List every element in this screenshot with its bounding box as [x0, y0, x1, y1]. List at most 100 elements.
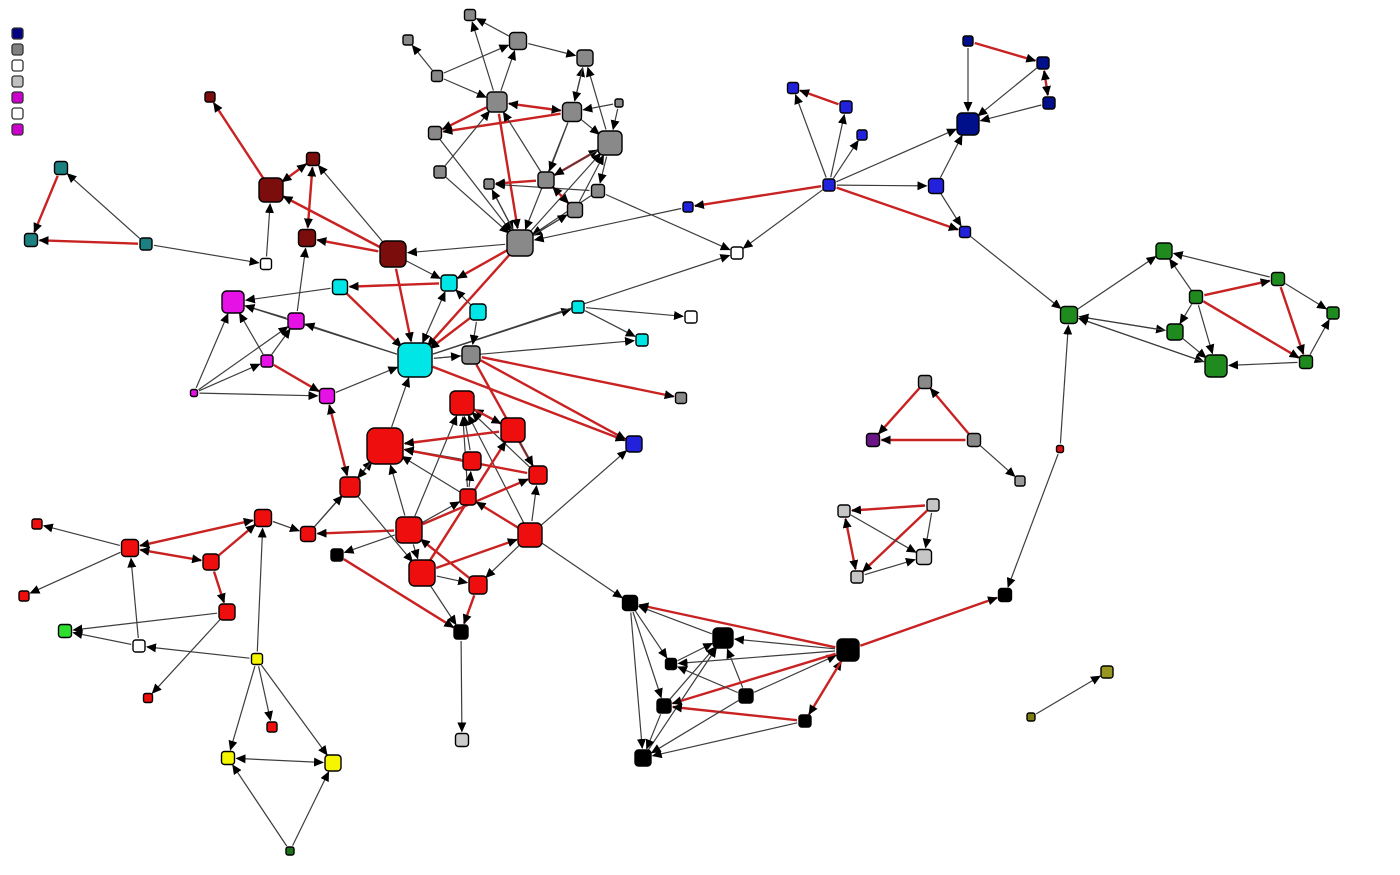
graph-node-c6[interactable]: [397, 342, 433, 378]
graph-node-r3[interactable]: [500, 417, 526, 443]
graph-node-e6[interactable]: [1326, 306, 1340, 320]
graph-node-w2[interactable]: [730, 246, 744, 260]
graph-node-m2[interactable]: [287, 312, 305, 330]
graph-node-g7[interactable]: [561, 101, 583, 123]
graph-node-g5[interactable]: [430, 69, 444, 83]
graph-node-l2[interactable]: [926, 498, 940, 512]
graph-node-p1[interactable]: [865, 432, 881, 448]
graph-node-g4[interactable]: [576, 49, 594, 67]
graph-node-r10[interactable]: [299, 525, 317, 543]
graph-node-n2[interactable]: [1036, 56, 1050, 70]
graph-node-r4[interactable]: [462, 451, 482, 471]
graph-node-r19[interactable]: [142, 692, 154, 704]
graph-node-c2[interactable]: [440, 274, 458, 292]
graph-node-d5[interactable]: [379, 240, 407, 268]
graph-node-e8[interactable]: [1298, 354, 1314, 370]
graph-node-x1[interactable]: [621, 594, 639, 612]
graph-node-e4[interactable]: [1270, 271, 1286, 287]
graph-node-g17[interactable]: [461, 345, 481, 365]
graph-node-g9[interactable]: [597, 130, 623, 156]
graph-node-x6[interactable]: [738, 688, 754, 704]
graph-node-b3[interactable]: [856, 129, 868, 141]
graph-node-g11[interactable]: [433, 165, 447, 179]
graph-node-r16[interactable]: [202, 553, 220, 571]
graph-node-g18[interactable]: [674, 391, 688, 405]
graph-node-m1[interactable]: [221, 290, 245, 314]
graph-node-b2[interactable]: [839, 100, 853, 114]
graph-node-t2[interactable]: [23, 232, 39, 248]
graph-node-r18[interactable]: [218, 603, 236, 621]
graph-node-rd[interactable]: [1055, 444, 1065, 454]
graph-node-r5[interactable]: [528, 465, 548, 485]
graph-node-r17[interactable]: [18, 590, 30, 602]
graph-node-g1[interactable]: [463, 8, 477, 22]
graph-node-y3[interactable]: [324, 754, 342, 772]
graph-node-b7[interactable]: [682, 201, 694, 213]
graph-node-y2[interactable]: [220, 750, 236, 766]
graph-node-e1[interactable]: [1155, 242, 1173, 260]
graph-node-r12[interactable]: [468, 575, 488, 595]
graph-node-x2[interactable]: [712, 627, 734, 649]
graph-node-b5[interactable]: [927, 177, 945, 195]
graph-node-dg1[interactable]: [285, 846, 295, 856]
graph-node-e7[interactable]: [1204, 354, 1228, 378]
graph-node-g16[interactable]: [506, 229, 534, 257]
graph-node-r14[interactable]: [120, 538, 140, 558]
graph-node-g12[interactable]: [483, 178, 495, 190]
graph-node-r9[interactable]: [517, 522, 543, 548]
graph-node-x8[interactable]: [634, 749, 652, 767]
graph-node-g2[interactable]: [402, 34, 414, 46]
graph-node-d4[interactable]: [297, 228, 317, 248]
graph-node-d3[interactable]: [305, 151, 321, 167]
graph-node-k1[interactable]: [330, 548, 344, 562]
graph-node-c3[interactable]: [469, 303, 487, 321]
graph-node-x7[interactable]: [798, 714, 812, 728]
graph-node-g10[interactable]: [427, 125, 443, 141]
graph-node-q3[interactable]: [1014, 475, 1026, 487]
graph-node-w1[interactable]: [259, 257, 273, 271]
graph-node-r2[interactable]: [366, 427, 404, 465]
graph-node-e5[interactable]: [1166, 323, 1184, 341]
graph-node-gn1[interactable]: [57, 623, 73, 639]
graph-node-r13[interactable]: [31, 518, 43, 530]
graph-node-q1[interactable]: [917, 374, 933, 390]
graph-node-g8[interactable]: [614, 98, 624, 108]
graph-node-r15[interactable]: [253, 508, 273, 528]
graph-node-w3[interactable]: [684, 310, 698, 324]
graph-node-g15[interactable]: [566, 201, 584, 219]
graph-node-g14[interactable]: [590, 183, 606, 199]
graph-node-b1[interactable]: [786, 81, 800, 95]
graph-node-g13[interactable]: [537, 171, 555, 189]
graph-node-c4[interactable]: [571, 300, 585, 314]
graph-node-m3[interactable]: [260, 354, 274, 368]
graph-node-r20[interactable]: [266, 721, 278, 733]
graph-node-n4[interactable]: [956, 112, 980, 136]
graph-node-w4[interactable]: [132, 639, 146, 653]
graph-node-l4[interactable]: [850, 570, 864, 584]
graph-node-d2[interactable]: [258, 177, 284, 203]
graph-node-c5[interactable]: [635, 333, 649, 347]
graph-node-d1[interactable]: [204, 91, 216, 103]
graph-node-y1[interactable]: [250, 652, 264, 666]
graph-node-x3[interactable]: [664, 657, 678, 671]
graph-node-k2[interactable]: [453, 624, 469, 640]
graph-node-r6[interactable]: [339, 476, 361, 498]
graph-node-o2[interactable]: [1026, 712, 1036, 722]
graph-node-x9[interactable]: [997, 587, 1013, 603]
graph-node-l1[interactable]: [837, 504, 851, 518]
graph-node-b8[interactable]: [625, 435, 643, 453]
graph-node-t1[interactable]: [53, 160, 69, 176]
graph-node-n1[interactable]: [962, 35, 974, 47]
graph-node-m4[interactable]: [318, 387, 336, 405]
graph-node-r8[interactable]: [395, 516, 423, 544]
graph-node-g19[interactable]: [454, 732, 470, 748]
graph-node-e2[interactable]: [1059, 305, 1079, 325]
graph-node-r7[interactable]: [459, 488, 477, 506]
graph-node-b6[interactable]: [958, 225, 972, 239]
graph-node-x4[interactable]: [836, 638, 860, 662]
graph-node-g3[interactable]: [508, 31, 528, 51]
graph-node-e3[interactable]: [1188, 289, 1204, 305]
graph-node-o1[interactable]: [1100, 665, 1114, 679]
graph-node-t3[interactable]: [139, 237, 153, 251]
graph-node-l3[interactable]: [915, 548, 933, 566]
